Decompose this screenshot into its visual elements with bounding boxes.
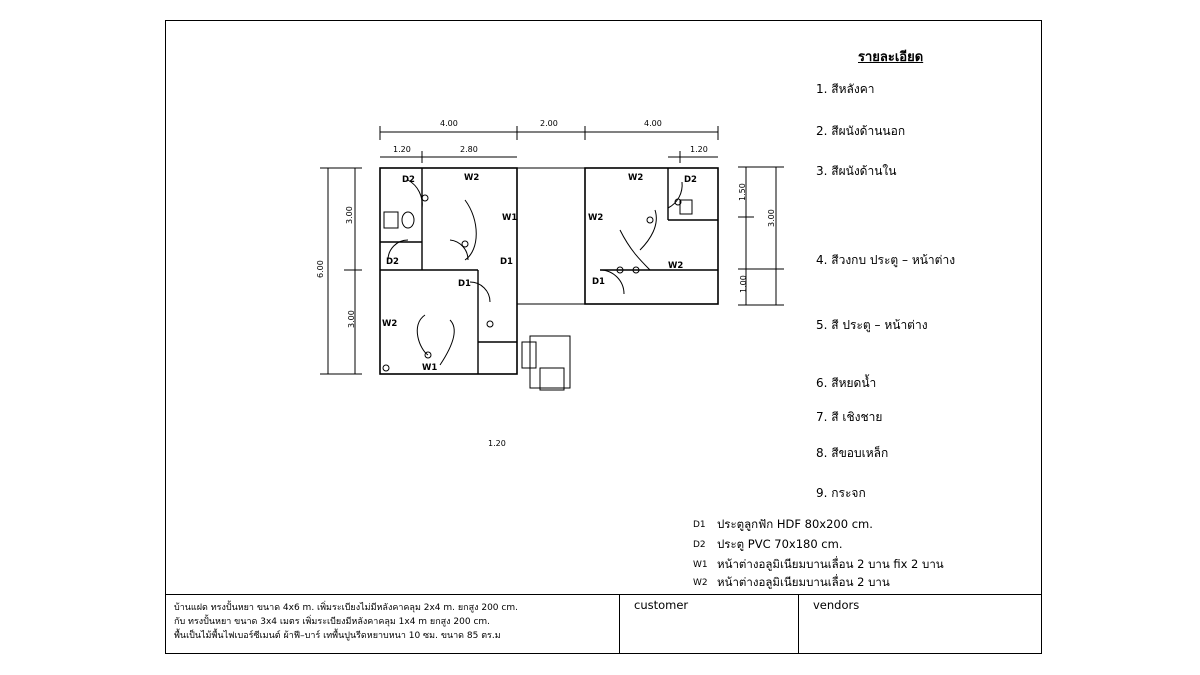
label-w2-a: W2: [464, 173, 479, 183]
legend-code: W2: [693, 577, 708, 588]
label-w1-a: W1: [502, 213, 517, 223]
legend-text: หน้าต่างอลูมิเนียมบานเลื่อน 2 บาน: [717, 575, 890, 589]
detail-item-1: 1. สีหลังคา: [816, 82, 875, 96]
detail-item-5: 5. สี ประตู – หน้าต่าง: [816, 318, 928, 332]
dim-right-3: 1.00: [739, 275, 748, 293]
customer-cell: customer: [619, 594, 799, 654]
dim-top-inner-1: 1.20: [393, 145, 411, 154]
floor-plan: 4.00 2.00 4.00 1.20 2.80 1.20 6.00 3.00 …: [316, 119, 719, 448]
detail-item-4: 4. สีวงกบ ประตู – หน้าต่าง: [816, 253, 956, 267]
detail-item-7: 7. สี เชิงชาย: [816, 410, 883, 424]
label-d2-c: D2: [684, 175, 697, 185]
detail-item-9: 9. กระจก: [816, 486, 866, 500]
details-title: รายละเอียด: [858, 50, 924, 65]
label-d2-a: D2: [402, 175, 415, 185]
dim-top-inner-3: 1.20: [690, 145, 708, 154]
dim-right-1: 1.50: [738, 183, 747, 201]
right-dimensions: 1.50 3.00 1.00: [738, 166, 784, 306]
title-block: บ้านแฝด ทรงปั้นหยา ขนาด 4x6 m. เพิ่มระเบ…: [165, 594, 1042, 654]
dim-top-3: 4.00: [644, 119, 662, 128]
legend-row: D1 ประตูลูกฟัก HDF 80x200 cm.: [693, 516, 873, 534]
label-d1-a: D1: [500, 257, 513, 267]
dim-left-upper: 3.00: [345, 206, 354, 224]
label-d1-b: D1: [458, 279, 471, 289]
dim-top-inner-2: 2.80: [460, 145, 478, 154]
detail-item-2: 2. สีผนังด้านนอก: [816, 124, 906, 138]
legend-text: ประตูลูกฟัก HDF 80x200 cm.: [717, 517, 873, 531]
description-line-3: พื้นเป็นไม้พื้นไฟเบอร์ซีเมนต์ ผ้าฟี–บาร์…: [174, 631, 501, 641]
label-w2-e: W2: [668, 261, 683, 271]
legend-code: W1: [693, 559, 708, 570]
legend-row: W1 หน้าต่างอลูมิเนียมบานเลื่อน 2 บาน fix …: [693, 556, 944, 574]
description-line-2: กับ ทรงปั้นหยา ขนาด 3x4 เมตร เพิ่มระเบีย…: [174, 617, 491, 627]
dim-top-2: 2.00: [540, 119, 558, 128]
label-w1-b: W1: [422, 363, 437, 373]
vendors-label: vendors: [813, 598, 860, 612]
label-d2-b: D2: [386, 257, 399, 267]
dim-left-total: 6.00: [316, 260, 325, 278]
label-d1-c: D1: [592, 277, 605, 287]
label-w2-c: W2: [628, 173, 643, 183]
customer-label: customer: [634, 598, 689, 612]
legend-code: D2: [693, 539, 706, 550]
dim-left-lower: 3.00: [347, 310, 356, 328]
dim-top-1: 4.00: [440, 119, 458, 128]
detail-item-6: 6. สีหยดน้ำ: [816, 376, 877, 390]
detail-item-3: 3. สีผนังด้านใน: [816, 164, 897, 178]
description-line-1: บ้านแฝด ทรงปั้นหยา ขนาด 4x6 m. เพิ่มระเบ…: [174, 603, 518, 613]
legend-row: W2 หน้าต่างอลูมิเนียมบานเลื่อน 2 บาน: [693, 574, 890, 592]
vendors-cell: vendors: [798, 594, 1042, 654]
dim-bottom: 1.20: [488, 439, 506, 448]
legend-text: หน้าต่างอลูมิเนียมบานเลื่อน 2 บาน fix 2 …: [717, 557, 944, 571]
legend-row: D2 ประตู PVC 70x180 cm.: [693, 536, 843, 554]
legend-code: D1: [693, 519, 706, 530]
legend-text: ประตู PVC 70x180 cm.: [717, 537, 843, 551]
label-w2-b: W2: [382, 319, 397, 329]
dim-right-2: 3.00: [767, 209, 776, 227]
detail-item-8: 8. สีขอบเหล็ก: [816, 446, 889, 460]
description-cell: บ้านแฝด ทรงปั้นหยา ขนาด 4x6 m. เพิ่มระเบ…: [165, 594, 620, 654]
label-w2-d: W2: [588, 213, 603, 223]
